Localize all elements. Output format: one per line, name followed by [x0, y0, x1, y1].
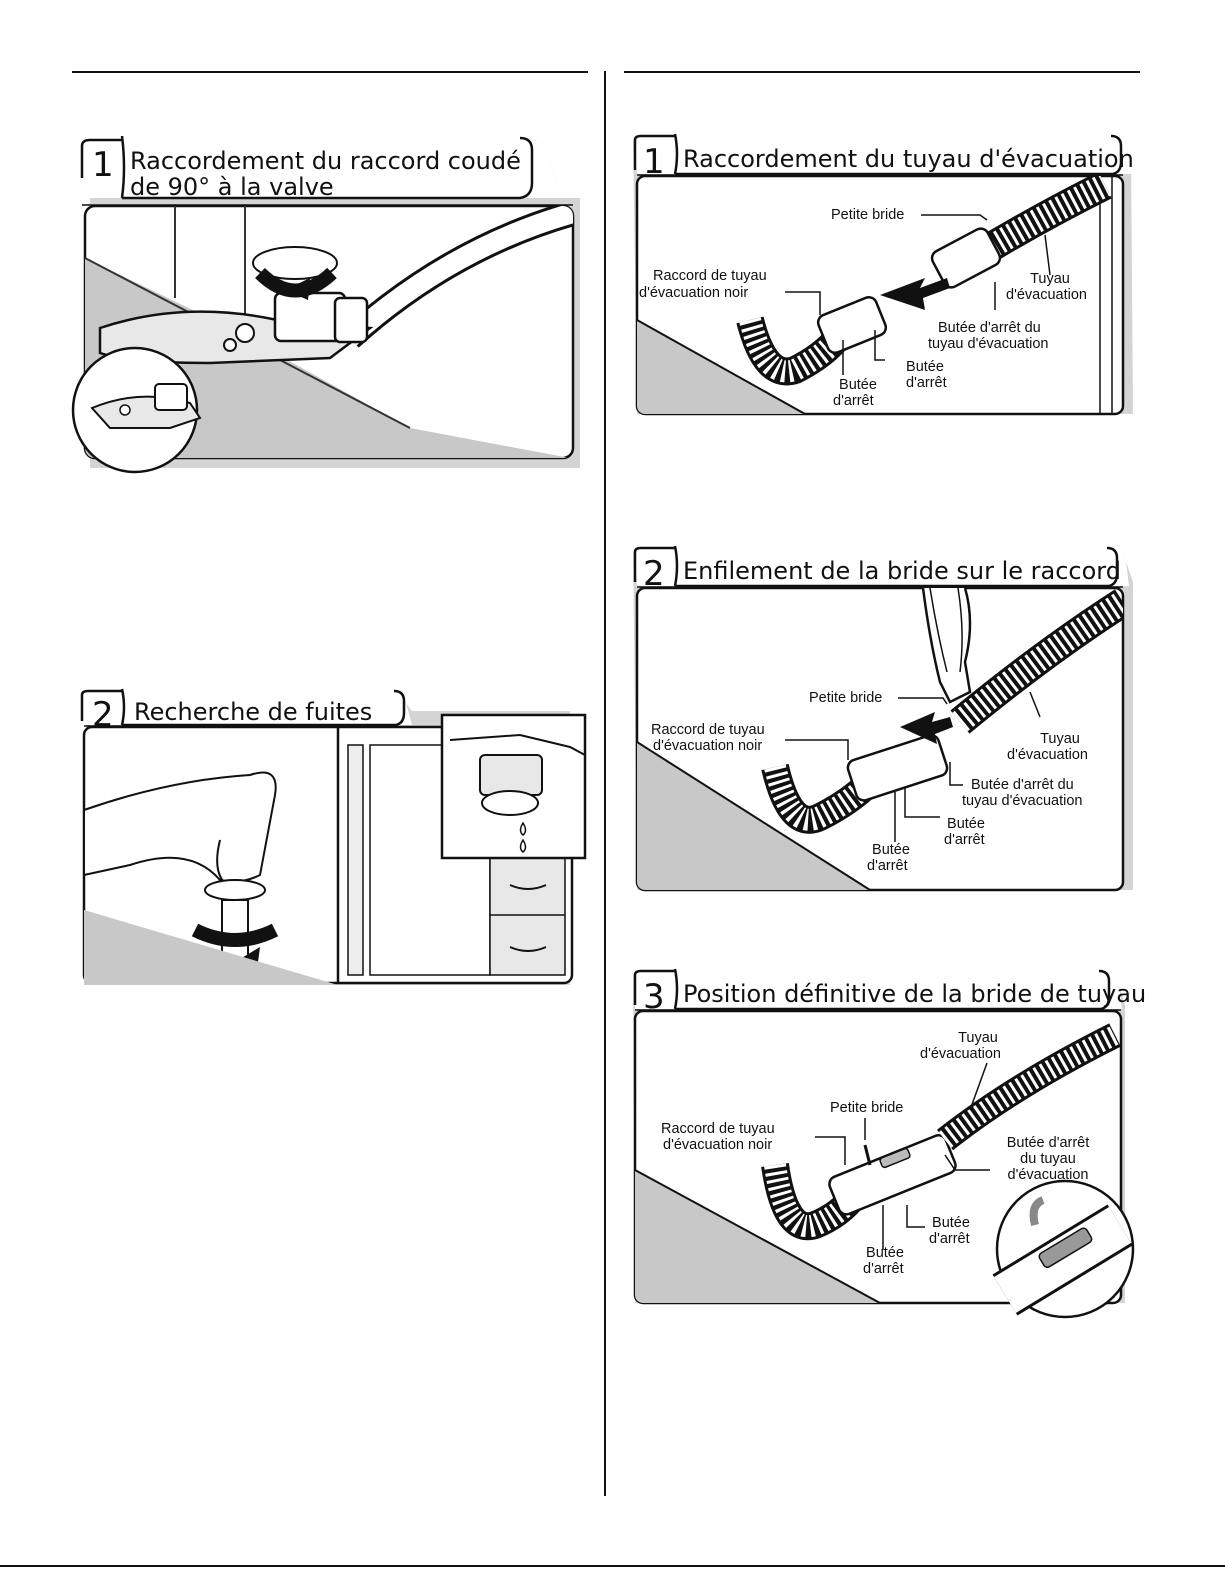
left-step2-title: Recherche de fuites: [134, 698, 373, 726]
bottom-rule: [0, 1565, 1225, 1567]
right-step3-black-fitting-label-l2: d'évacuation noir: [663, 1137, 773, 1153]
top-rule-right: [624, 71, 1140, 73]
right-step2-drain-hose-label-l1: Tuyau: [1040, 731, 1080, 747]
right-step2-black-fitting-label-l2: d'évacuation noir: [653, 738, 763, 754]
right-step1-small-clamp-label: Petite bride: [831, 207, 905, 223]
left-step1-number: 1: [92, 145, 114, 185]
right-step3-hose-stop-label-l1: Butée d'arrêt: [1006, 1135, 1090, 1151]
right-step2-hose-stop-label-l2: tuyau d'évacuation: [962, 793, 1083, 809]
right-step1-illustration: 1 Raccordement du tuyau d'évacuation Pet…: [625, 130, 1135, 420]
top-rule-left: [72, 71, 588, 73]
right-step2-black-fitting-label-l1: Raccord de tuyau: [651, 722, 765, 738]
right-step2-number: 2: [643, 554, 665, 594]
right-step2-stop-right-label-l2: d'arrêt: [944, 832, 985, 848]
column-divider: [604, 71, 606, 1496]
left-step2-illustration: 2 Recherche de fuites: [70, 685, 590, 990]
left-step1-title-line1: Raccordement du raccord coudé: [130, 147, 521, 175]
right-step1-stop-left-label-l1: Butée: [839, 377, 877, 393]
right-step3-stop-left-label-l2: d'arrêt: [863, 1261, 904, 1277]
right-step1-drain-hose-label-l2: d'évacuation: [1006, 287, 1087, 303]
right-step2-drain-hose-label-l2: d'évacuation: [1007, 747, 1088, 763]
right-step2-illustration: 2 Enfilement de la bride sur le raccord …: [625, 542, 1135, 897]
right-step3-drain-hose-label-l2: d'évacuation: [920, 1046, 1001, 1062]
right-step1-black-fitting-label-l1: Raccord de tuyau: [653, 268, 767, 284]
right-step3-number: 3: [643, 977, 665, 1017]
right-step1-stop-right-label-l2: d'arrêt: [906, 375, 947, 391]
right-step3-hose-stop-label-l2: du tuyau: [1020, 1151, 1076, 1167]
right-step1-stop-left-label-l2: d'arrêt: [833, 393, 874, 409]
right-step3-drain-hose-label-l1: Tuyau: [958, 1030, 998, 1046]
right-step1-hose-stop-label-l2: tuyau d'évacuation: [928, 336, 1049, 352]
right-step2-small-clamp-label: Petite bride: [809, 690, 883, 706]
right-step3-hose-stop-label-l3: d'évacuation: [1007, 1167, 1089, 1183]
left-step1-illustration: 1 Raccordement du raccord coudé de 90° à…: [70, 128, 585, 488]
right-step1-black-fitting-label-l2: d'évacuation noir: [639, 285, 749, 301]
right-step1-hose-stop-label-l1: Butée d'arrêt du: [938, 320, 1041, 336]
right-step3-small-clamp-label: Petite bride: [830, 1100, 904, 1116]
right-step3-black-fitting-label-l1: Raccord de tuyau: [661, 1121, 775, 1137]
left-step2-number: 2: [92, 695, 114, 735]
right-step1-drain-hose-label-l1: Tuyau: [1030, 271, 1070, 287]
right-step3-stop-left-label-l1: Butée: [866, 1245, 904, 1261]
right-step1-title: Raccordement du tuyau d'évacuation: [683, 145, 1134, 173]
right-step2-stop-left-label-l2: d'arrêt: [867, 858, 908, 874]
right-step3-title: Position définitive de la bride de tuyau: [683, 980, 1147, 1008]
right-step2-stop-right-label-l1: Butée: [947, 816, 985, 832]
right-step2-stop-left-label-l1: Butée: [872, 842, 910, 858]
left-step1-title-line2: de 90° à la valve: [130, 173, 334, 201]
right-step3-stop-right-label-l1: Butée: [932, 1215, 970, 1231]
right-step2-hose-stop-label-l1: Butée d'arrêt du: [971, 777, 1074, 793]
right-step1-stop-right-label-l1: Butée: [906, 359, 944, 375]
right-step2-title: Enfilement de la bride sur le raccord: [683, 557, 1121, 585]
right-step3-stop-right-label-l2: d'arrêt: [929, 1231, 970, 1247]
right-step3-illustration: 3 Position définitive de la bride de tuy…: [625, 965, 1146, 1330]
right-step1-number: 1: [643, 142, 665, 182]
